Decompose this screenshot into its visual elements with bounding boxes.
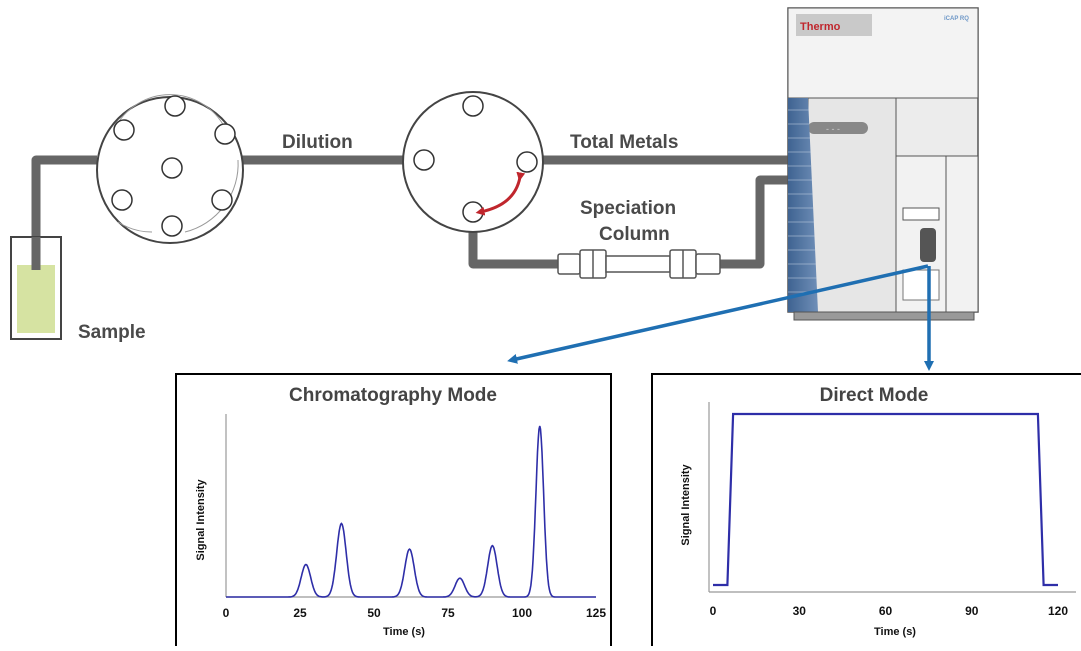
sample-label: Sample [78,322,146,343]
valve-2-ports [413,95,538,223]
torch-panel [788,98,818,312]
column-outlet-tube [720,175,790,269]
direct-frame [651,373,1081,646]
valve-switch-arrow [475,171,526,216]
model-text: iCAP RQ [944,16,969,22]
brand-text: Thermo [800,21,841,33]
chromatography-xlabel: Time (s) [383,626,425,638]
direct-chart: Direct Mode Signal Intensity Time (s) 0 3… [651,373,1081,646]
chromatography-ticks: 0 25 50 75 100 125 [223,606,607,620]
sample-liquid [17,265,55,333]
chromatography-xtick-label: 0 [223,606,230,620]
dilution-label: Dilution [282,132,353,153]
direct-xtick-label: 120 [1048,604,1068,618]
chromatography-signal [226,425,596,598]
svg-text:- - -: - - - [826,124,840,134]
direct-xlabel: Time (s) [874,626,916,638]
chromatography-xtick-label: 75 [441,606,455,620]
sample-uptake-tube [31,155,97,270]
arrow-to-chromatography [507,264,929,364]
direct-xtick-label: 0 [710,604,717,618]
chromatography-frame [175,373,612,646]
direct-ylabel: Signal Intensity [680,463,692,545]
icp-ms-instrument: Thermo iCAP RQ - - - [787,7,979,321]
brand-badge [796,14,872,36]
column-inlet-tube [468,232,558,269]
direct-xtick-label: 90 [965,604,979,618]
chromatography-ylabel: Signal Intensity [195,478,207,560]
chromatography-xtick-label: 50 [367,606,381,620]
instrument-port [920,228,936,262]
direct-xtick-label: 60 [879,604,893,618]
direct-ticks: 0 30 60 90 120 [710,604,1069,618]
output-arrows [507,264,934,371]
chromatography-xtick-label: 100 [512,606,532,620]
speciation-column [557,249,721,279]
chromatography-title: Chromatography Mode [289,385,497,406]
tubing [31,155,790,270]
chromatography-xtick-label: 25 [293,606,307,620]
chromatography-xtick-label: 125 [586,606,606,620]
direct-signal [713,412,1058,587]
total-metals-label: Total Metals [570,132,678,153]
speciation-column-label-line1: Speciation [580,198,676,219]
direct-xtick-label: 30 [793,604,807,618]
direct-title: Direct Mode [820,385,929,406]
valve-1-ports [111,95,236,237]
sample-vial [10,236,62,340]
valve-1 [96,94,244,244]
chromatography-chart: Chromatography Mode Signal Intensity Tim… [175,373,612,646]
valve-2 [402,91,544,233]
speciation-column-label-line2: Column [599,224,670,245]
